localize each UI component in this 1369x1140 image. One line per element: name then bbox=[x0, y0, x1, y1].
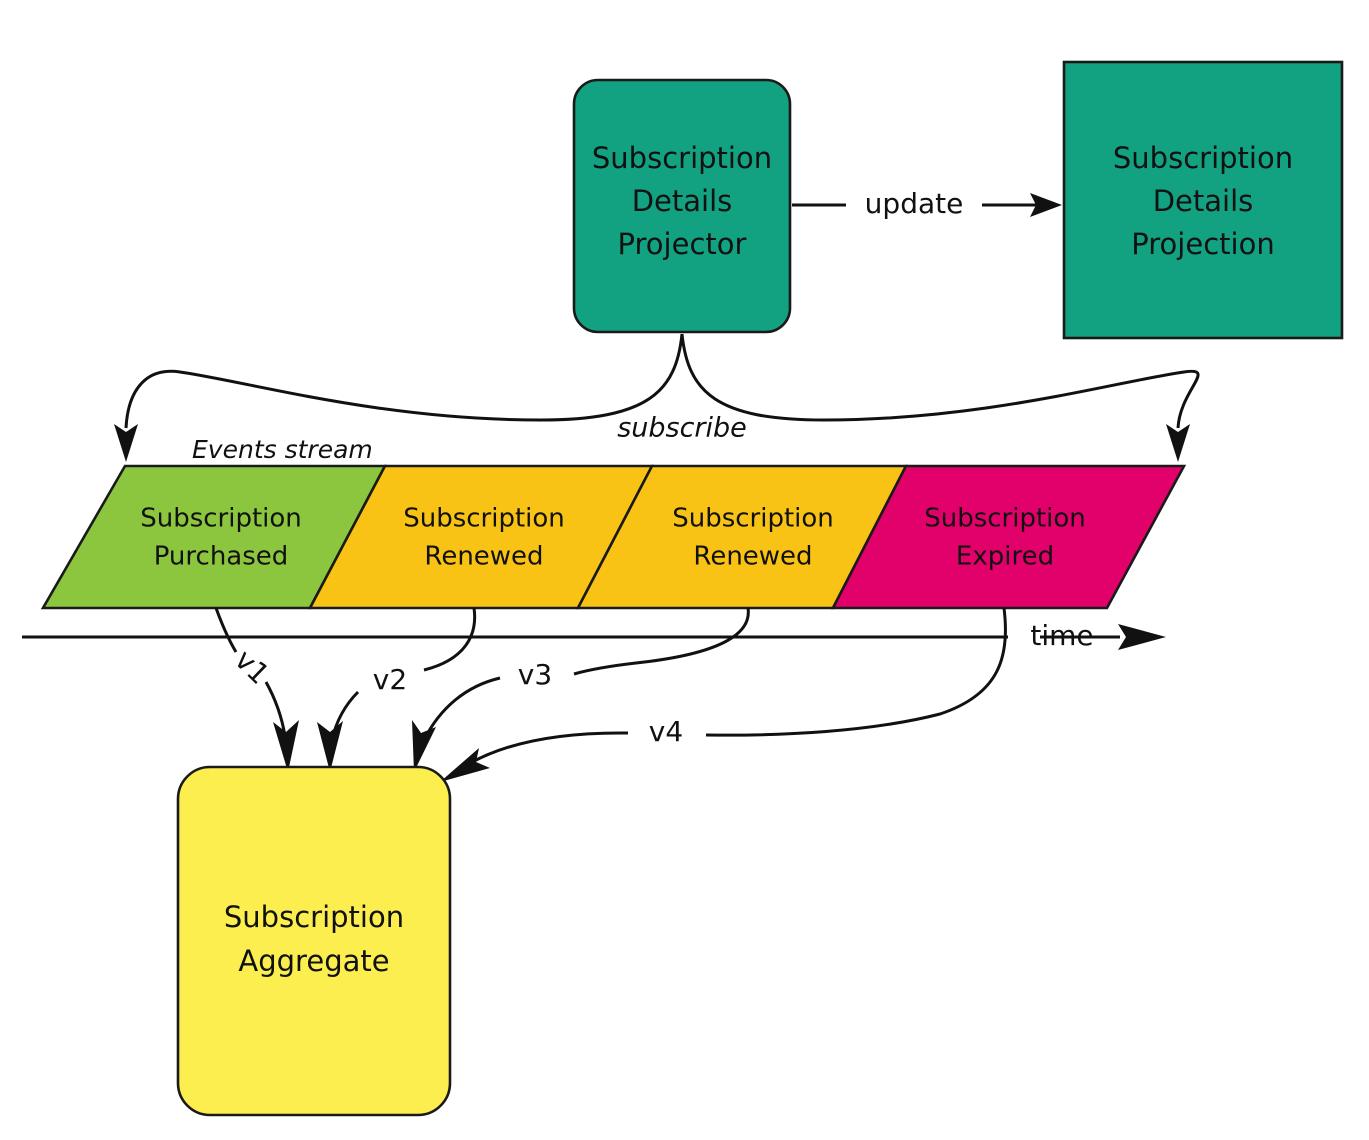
projection-box[interactable] bbox=[1062, 60, 1344, 340]
aggregate-box[interactable] bbox=[176, 765, 452, 1117]
event-cell-4-line2: Expired bbox=[956, 542, 1054, 572]
v4-edge-upper bbox=[705, 607, 1008, 737]
event-cell-1-line2: Purchased bbox=[154, 542, 289, 572]
projection-label-line3: Projection bbox=[1131, 227, 1274, 261]
subscribe-right-arrowhead-icon bbox=[1166, 424, 1190, 462]
projection-label-line2: Details bbox=[1153, 184, 1254, 218]
update-arrowhead-icon bbox=[1030, 193, 1062, 217]
projector-label-line1: Subscription bbox=[592, 141, 772, 175]
time-axis-label: time bbox=[1030, 619, 1093, 652]
v4-edge-lower bbox=[461, 731, 629, 770]
projector-box[interactable] bbox=[572, 78, 792, 334]
time-axis: time bbox=[22, 619, 1166, 652]
node-subscription-details-projector[interactable]: Subscription Details Projector bbox=[572, 78, 792, 334]
event-cell-subscription-renewed-1[interactable]: Subscription Renewed bbox=[307, 464, 655, 610]
v2-edge-upper bbox=[423, 607, 477, 672]
projector-label-line3: Projector bbox=[618, 227, 747, 261]
update-edge-label: update bbox=[865, 187, 964, 220]
edge-update: update bbox=[792, 187, 1062, 220]
aggregate-label-line1: Subscription bbox=[224, 900, 404, 934]
projector-label-line2: Details bbox=[632, 184, 733, 218]
projection-label-line1: Subscription bbox=[1113, 141, 1293, 175]
event-cell-3-line2: Renewed bbox=[693, 542, 812, 572]
event-cell-subscription-renewed-2[interactable]: Subscription Renewed bbox=[575, 464, 909, 610]
v1-edge-upper bbox=[214, 607, 238, 653]
edge-v2: v2 bbox=[317, 607, 477, 772]
v3-edge-label: v3 bbox=[518, 658, 552, 691]
subscribe-edge-label: subscribe bbox=[617, 413, 747, 444]
events-stream-caption: Events stream bbox=[192, 435, 373, 464]
subscribe-left-arrowhead-icon bbox=[114, 424, 138, 462]
v1-arrowhead-icon bbox=[273, 720, 299, 772]
v3-arrowhead-icon bbox=[412, 720, 436, 772]
event-cell-1-line1: Subscription bbox=[140, 504, 302, 534]
edge-v4: v4 bbox=[440, 607, 1008, 782]
time-axis-arrowhead-icon bbox=[1118, 624, 1166, 650]
event-cell-subscription-expired[interactable]: Subscription Expired bbox=[830, 464, 1187, 610]
v4-arrowhead-icon bbox=[440, 748, 490, 782]
subscribe-edge-left-branch bbox=[124, 333, 684, 429]
event-cell-4-shape[interactable] bbox=[830, 464, 1187, 610]
v3-edge-upper bbox=[573, 607, 750, 676]
aggregate-label-line2: Aggregate bbox=[238, 944, 389, 978]
event-cell-2-line2: Renewed bbox=[424, 542, 543, 572]
v3-edge-lower bbox=[422, 676, 501, 741]
v2-edge-label: v2 bbox=[373, 663, 407, 696]
event-cell-4-line1: Subscription bbox=[924, 504, 1086, 534]
event-cell-3-line1: Subscription bbox=[672, 504, 834, 534]
event-cell-2-line1: Subscription bbox=[403, 504, 565, 534]
event-cell-subscription-purchased[interactable]: Subscription Purchased bbox=[40, 464, 388, 610]
events-stream: Subscription Purchased Subscription Rene… bbox=[40, 464, 1187, 610]
edge-v3: v3 bbox=[412, 607, 750, 772]
v4-edge-label: v4 bbox=[649, 715, 683, 748]
v2-arrowhead-icon bbox=[317, 721, 343, 772]
node-subscription-details-projection[interactable]: Subscription Details Projection bbox=[1062, 60, 1344, 340]
edge-subscribe: subscribe bbox=[114, 333, 1200, 462]
edge-v1: v1 bbox=[214, 607, 299, 772]
node-subscription-aggregate[interactable]: Subscription Aggregate bbox=[176, 765, 452, 1117]
subscribe-edge-right-branch bbox=[680, 333, 1200, 429]
